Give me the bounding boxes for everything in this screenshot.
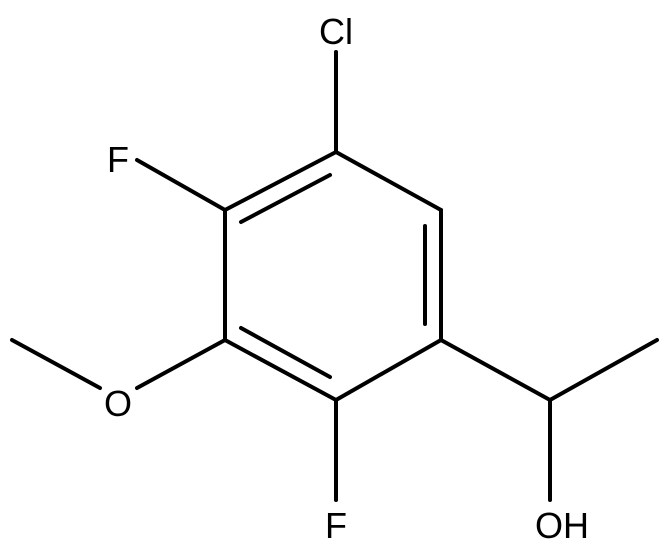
ring-bond-c1-c2 [334, 150, 443, 212]
fluorine-top-label: F [107, 139, 129, 180]
hydroxyl-label: OH [535, 505, 589, 546]
chlorine-label: Cl [319, 11, 353, 52]
ring-bond-c3-c4 [334, 338, 443, 402]
fluorine-bottom-label: F [325, 505, 347, 546]
oxygen-methoxy-label: O [104, 383, 132, 424]
bond-c3-carbinol [439, 338, 552, 402]
ring-double-bond-c6-c1 [239, 173, 332, 224]
bond-c6-fluorine [135, 158, 227, 212]
ring-bond-c4-c5 [223, 338, 338, 402]
bond-oxygen-methyl [10, 338, 102, 390]
bond-c5-oxygen [135, 338, 227, 390]
bond-carbinol-methyl [548, 338, 659, 402]
ring-bond-c6-c1 [223, 150, 338, 212]
ring-double-bond-c4-c5 [239, 326, 332, 379]
